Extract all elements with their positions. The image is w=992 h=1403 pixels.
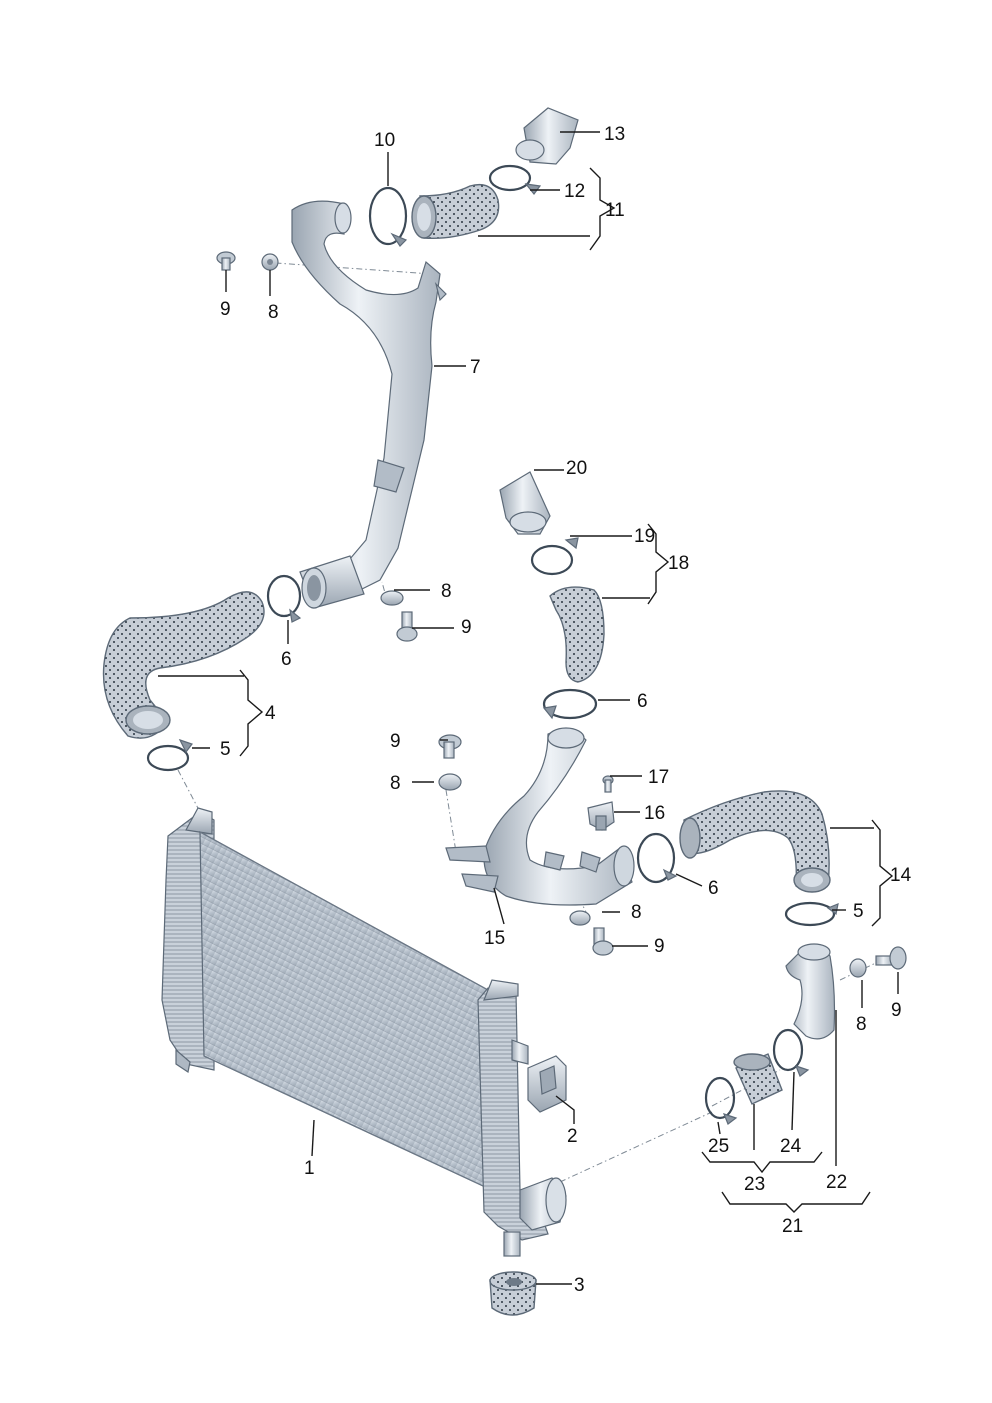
callout-9-mid: 9 bbox=[461, 617, 472, 638]
callout-1: 1 bbox=[304, 1158, 315, 1179]
screw-17 bbox=[602, 775, 614, 793]
clamp-6-right bbox=[636, 832, 678, 884]
clamp-6-center bbox=[542, 688, 598, 720]
main-charge-pipe bbox=[291, 200, 447, 609]
callout-23: 23 bbox=[744, 1174, 765, 1195]
callout-19: 19 bbox=[634, 526, 655, 547]
callout-2: 2 bbox=[567, 1126, 578, 1147]
callout-15: 15 bbox=[484, 928, 505, 949]
callout-25: 25 bbox=[708, 1136, 729, 1157]
clamp-10 bbox=[368, 186, 408, 247]
callout-5-left: 5 bbox=[220, 739, 231, 760]
pipe-22 bbox=[785, 943, 836, 1040]
callout-14: 14 bbox=[890, 865, 912, 886]
clamp-19 bbox=[530, 537, 579, 576]
bolt-washer-right bbox=[849, 946, 907, 978]
callout-9-center: 9 bbox=[390, 731, 401, 752]
bolt-washer-top-left bbox=[216, 251, 279, 271]
bracket bbox=[527, 1055, 567, 1113]
clamp-6-left bbox=[266, 574, 302, 623]
callout-9-top-left: 9 bbox=[220, 299, 231, 320]
callout-12: 12 bbox=[564, 181, 585, 202]
connector-20 bbox=[499, 471, 551, 535]
callout-labels: 1 2 3 4 5 5 6 6 6 7 8 8 8 8 8 9 9 9 9 9 … bbox=[220, 124, 912, 1296]
intercooler bbox=[161, 807, 567, 1257]
callout-7: 7 bbox=[470, 357, 481, 378]
callout-6-center: 6 bbox=[637, 691, 648, 712]
center-pipe bbox=[445, 727, 635, 906]
hose-23 bbox=[733, 1053, 783, 1105]
top-connector bbox=[515, 107, 579, 165]
callout-6-left: 6 bbox=[281, 649, 292, 670]
callout-6-right: 6 bbox=[708, 878, 719, 899]
hose-18 bbox=[549, 586, 605, 683]
bolt-washer-mid bbox=[380, 590, 418, 642]
callout-21: 21 bbox=[782, 1216, 803, 1237]
callout-8-top-left: 8 bbox=[268, 302, 279, 323]
callout-8-right: 8 bbox=[856, 1014, 867, 1035]
callout-10: 10 bbox=[374, 130, 395, 151]
clamp-5-left bbox=[146, 738, 193, 772]
callout-11: 11 bbox=[605, 200, 625, 221]
sensor-16 bbox=[587, 801, 615, 831]
bolt-washer-lower bbox=[569, 910, 614, 956]
callout-4: 4 bbox=[265, 703, 276, 724]
callout-9-right: 9 bbox=[891, 1000, 902, 1021]
callout-5-right: 5 bbox=[853, 901, 864, 922]
hose-14 bbox=[679, 790, 831, 893]
callout-17: 17 bbox=[648, 767, 669, 788]
callout-3: 3 bbox=[574, 1275, 585, 1296]
rubber-mount bbox=[489, 1271, 537, 1316]
callout-22: 22 bbox=[826, 1172, 847, 1193]
callout-24: 24 bbox=[780, 1136, 802, 1157]
left-lower-hose bbox=[102, 591, 265, 739]
clamp-5-right bbox=[784, 901, 839, 927]
callout-8-center: 8 bbox=[390, 773, 401, 794]
callout-8-lower: 8 bbox=[631, 902, 642, 923]
callout-18: 18 bbox=[668, 553, 689, 574]
callout-16: 16 bbox=[644, 803, 665, 824]
upper-hose bbox=[411, 183, 500, 240]
leader-lines bbox=[158, 131, 899, 1285]
callout-20: 20 bbox=[566, 458, 587, 479]
callout-8-mid: 8 bbox=[441, 581, 452, 602]
callout-9-lower: 9 bbox=[654, 936, 665, 957]
callout-13: 13 bbox=[604, 124, 625, 145]
clamp-24 bbox=[772, 1028, 810, 1077]
bolt-washer-center bbox=[438, 734, 462, 791]
clamp-25 bbox=[704, 1076, 738, 1125]
